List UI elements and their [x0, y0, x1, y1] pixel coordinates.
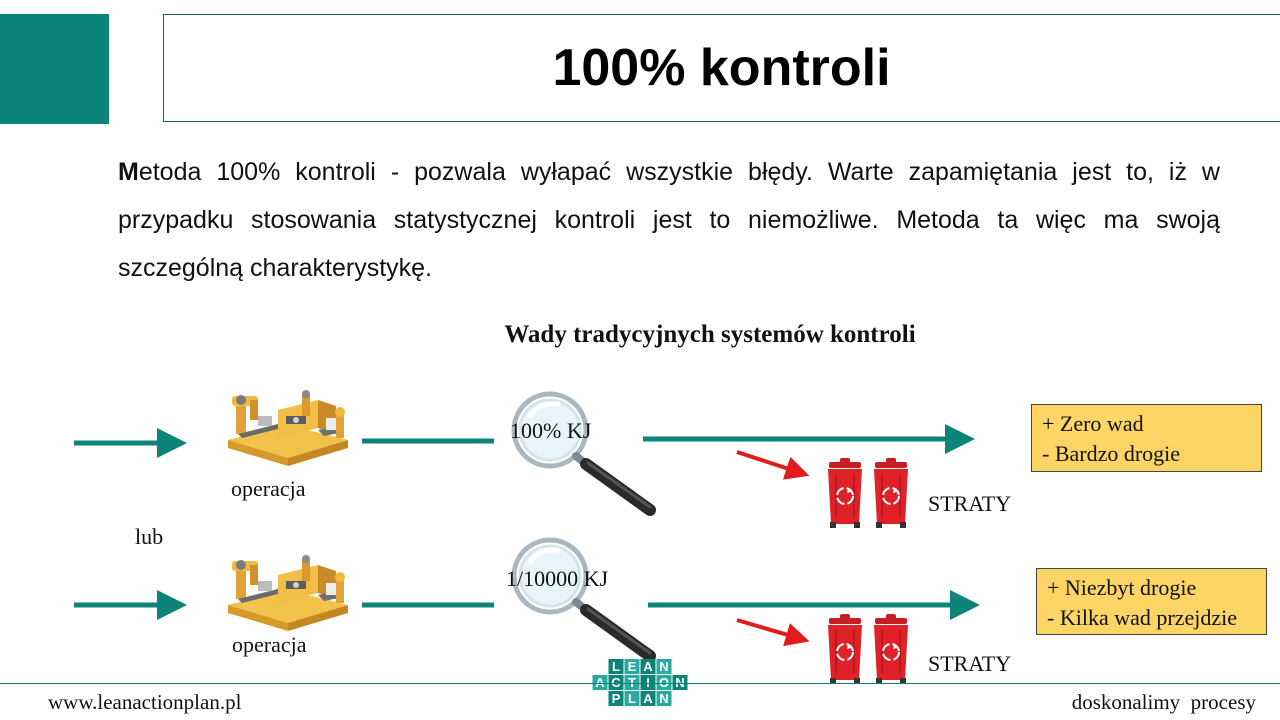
- pros-cons-item: - Kilka wad przejdzie: [1047, 605, 1237, 630]
- logo-letter: C: [611, 675, 621, 690]
- logo-letter: N: [659, 659, 668, 674]
- logo-letter: A: [595, 675, 605, 690]
- header-accent-square: [0, 14, 109, 124]
- logo-letter: A: [643, 691, 653, 706]
- trash-bin-icon-1a: [827, 457, 863, 529]
- logo-letter: T: [628, 675, 636, 690]
- logo-tile: [608, 691, 624, 706]
- logo-letter: I: [646, 675, 650, 690]
- waste-label-1: STRATY: [928, 491, 1012, 516]
- trash-bin-icon-2a: [827, 613, 863, 685]
- footer-slogan: doskonalimy procesy: [1071, 690, 1256, 714]
- pros-cons-item: + Zero wad: [1042, 411, 1144, 436]
- pros-cons-item: - Bardzo drogie: [1042, 441, 1181, 466]
- trash-bin-icon-2b: [873, 613, 909, 685]
- pros-cons-item: + Niezbyt drogie: [1047, 575, 1197, 600]
- logo-tile: [608, 659, 624, 674]
- title-frame: [163, 14, 1280, 122]
- logo-letter: P: [612, 691, 621, 706]
- footer-website-link[interactable]: www.leanactionplan.pl: [48, 690, 242, 714]
- operation-label-2: operacja: [232, 632, 307, 657]
- logo-letter: A: [643, 659, 653, 674]
- logo-tile: [624, 675, 640, 690]
- inspection-label-1: 100% KJ: [510, 418, 592, 443]
- logo-tile: [592, 675, 608, 690]
- logo-tile: [656, 691, 672, 706]
- logo-letter: L: [612, 659, 620, 674]
- logo-letter: L: [628, 691, 636, 706]
- logo-letter: O: [659, 675, 669, 690]
- logo-tile: [656, 675, 672, 690]
- pros-cons-box-2: + Niezbyt drogie - Kilka wad przejdzie: [1036, 568, 1267, 635]
- waste-label-2: STRATY: [928, 651, 1012, 676]
- operation-label-1: operacja: [231, 476, 306, 501]
- trash-bin-icon-1b: [873, 457, 909, 529]
- logo-letter: N: [659, 691, 668, 706]
- logo-letter: N: [675, 675, 684, 690]
- waste-arrow-2: [736, 618, 810, 647]
- logo-tile: [624, 659, 640, 674]
- diagram-title: Wady tradycyjnych systemów kontroli: [504, 321, 916, 348]
- magnifier-icon-1: [514, 394, 650, 510]
- intro-paragraph: Metoda 100% kontroli - pozwala wyłapać w…: [118, 148, 1220, 292]
- logo-letter: E: [628, 659, 637, 674]
- factory-icon-2: [218, 555, 353, 635]
- logo-tile: [640, 659, 656, 674]
- pros-cons-box-1: + Zero wad - Bardzo drogie: [1031, 404, 1262, 472]
- intro-text: etoda 100% kontroli - pozwala wyłapać ws…: [118, 158, 1220, 282]
- magnifier-icon-2: [514, 540, 650, 656]
- waste-arrow-1: [736, 450, 810, 480]
- factory-icon-1: [218, 390, 353, 470]
- intro-first-letter: M: [118, 158, 139, 186]
- inspection-label-2: 1/10000 KJ: [506, 566, 609, 591]
- separator-label: lub: [135, 524, 164, 549]
- logo-tile: [640, 675, 656, 690]
- logo-tile: [624, 691, 640, 706]
- page-title: 100% kontroli: [552, 39, 891, 97]
- logo-tile: [608, 675, 624, 690]
- logo-tile: [656, 659, 672, 674]
- logo-tile: [640, 691, 656, 706]
- row-1-graphics: [74, 390, 975, 529]
- footer-divider: [0, 683, 1280, 684]
- row-2-graphics: [74, 540, 980, 685]
- logo-tile: [672, 675, 688, 690]
